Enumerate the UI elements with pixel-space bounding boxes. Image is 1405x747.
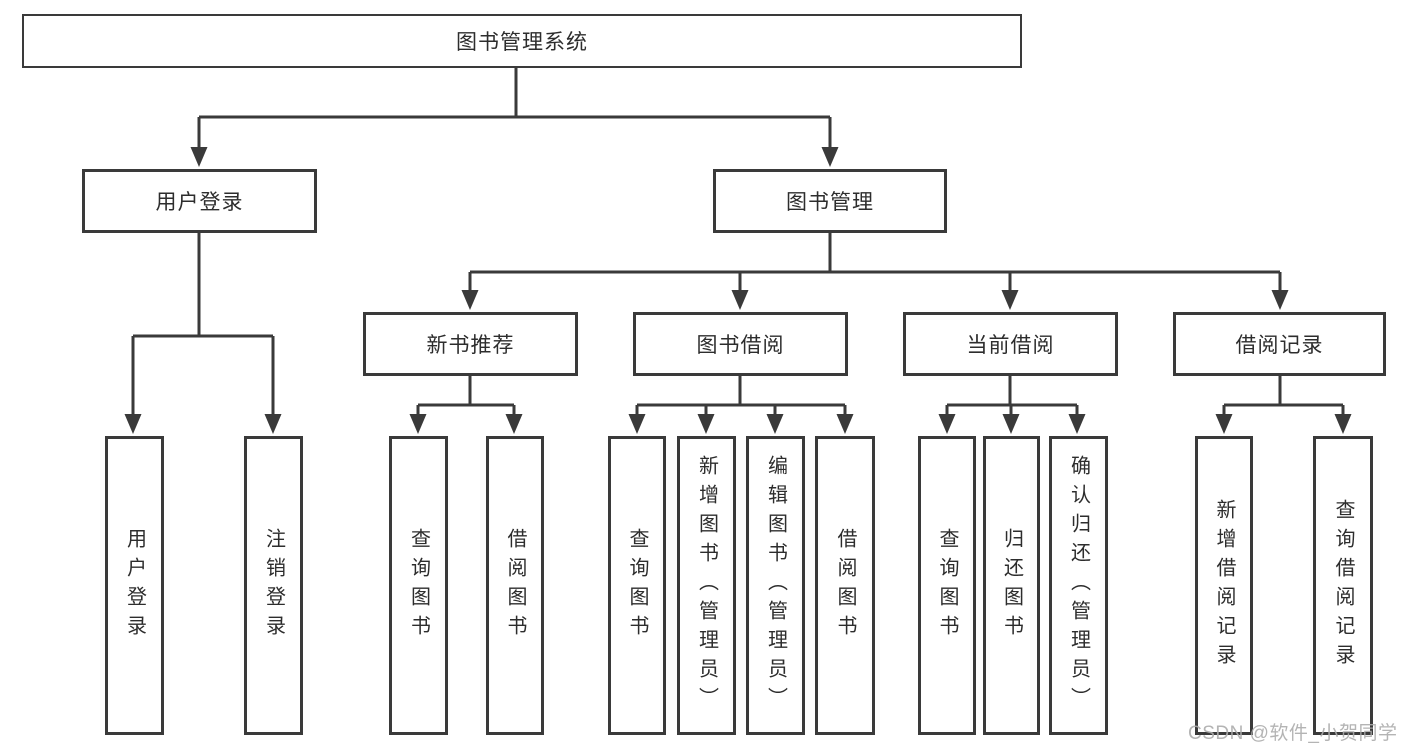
- arrowhead-icon: [836, 414, 854, 434]
- node-label: 图书借阅: [696, 334, 785, 357]
- arrowhead-icon: [731, 290, 749, 310]
- connector-new-book-recommend-children: [409, 376, 523, 434]
- arrowhead-icon: [505, 414, 523, 434]
- node-label: 借阅记录: [1235, 334, 1324, 357]
- connector-book-management-children: [461, 233, 1289, 310]
- node-label: 用户登录: [155, 191, 244, 214]
- arrowhead-icon: [1334, 414, 1352, 434]
- node-book-borrow: 图书借阅: [633, 312, 848, 376]
- leaf-return-book: 归还图书: [983, 436, 1040, 735]
- leaf-borrow-book: 借阅图书: [815, 436, 875, 735]
- connector-current-borrow-children: [938, 376, 1086, 434]
- leaf-confirm-return-admin: 确认归还（管理员）: [1049, 436, 1108, 735]
- arrowhead-icon: [190, 147, 208, 167]
- node-label: 注销登录: [262, 527, 285, 644]
- node-label: 借阅图书: [504, 527, 526, 644]
- connector-root-to-level2: [190, 68, 839, 167]
- node-label: 查询借阅记录: [1332, 498, 1354, 673]
- arrowhead-icon: [628, 414, 646, 434]
- leaf-search-borrow-record: 查询借阅记录: [1313, 436, 1373, 735]
- node-current-borrow: 当前借阅: [903, 312, 1118, 376]
- node-borrow-records: 借阅记录: [1173, 312, 1386, 376]
- leaf-logout: 注销登录: [244, 436, 303, 735]
- node-label: 借阅图书: [834, 527, 856, 644]
- arrowhead-icon: [124, 414, 142, 434]
- leaf-add-book-admin: 新增图书（管理员）: [677, 436, 736, 735]
- node-label: 图书管理: [786, 191, 874, 214]
- leaf-user-login: 用户登录: [105, 436, 164, 735]
- arrowhead-icon: [766, 414, 784, 434]
- node-book-management: 图书管理: [713, 169, 947, 233]
- node-label: 新书推荐: [426, 334, 515, 357]
- leaf-search-book-current: 查询图书: [918, 436, 976, 735]
- leaf-edit-book-admin: 编辑图书（管理员）: [746, 436, 805, 735]
- connector-user-login-children: [124, 233, 282, 434]
- arrowhead-icon: [264, 414, 282, 434]
- arrowhead-icon: [821, 147, 839, 167]
- arrowhead-icon: [1215, 414, 1233, 434]
- leaf-search-book-borrow: 查询图书: [608, 436, 666, 735]
- node-label: 当前借阅: [966, 334, 1055, 357]
- node-label: 用户登录: [123, 527, 146, 644]
- arrowhead-icon: [1271, 290, 1289, 310]
- watermark-text: CSDN @软件_小贺同学: [1188, 723, 1398, 744]
- arrowhead-icon: [1001, 290, 1019, 310]
- arrowhead-icon: [1002, 414, 1020, 434]
- leaf-search-book-recommend: 查询图书: [389, 436, 448, 735]
- arrowhead-icon: [938, 414, 956, 434]
- leaf-add-borrow-record: 新增借阅记录: [1195, 436, 1253, 735]
- arrowhead-icon: [1068, 414, 1086, 434]
- connector-borrow-records-children: [1215, 376, 1352, 434]
- arrowhead-icon: [697, 414, 715, 434]
- node-label: 图书管理系统: [456, 31, 588, 54]
- arrowhead-icon: [461, 290, 479, 310]
- node-label: 查询图书: [407, 527, 430, 644]
- node-new-book-recommend: 新书推荐: [363, 312, 578, 376]
- node-label: 查询图书: [936, 527, 958, 644]
- node-label: 编辑图书（管理员）: [764, 455, 787, 716]
- node-user-login: 用户登录: [82, 169, 317, 233]
- node-library-system: 图书管理系统: [22, 14, 1022, 68]
- connector-book-borrow-children: [628, 376, 854, 434]
- node-label: 新增借阅记录: [1213, 498, 1235, 673]
- node-label: 归还图书: [1000, 527, 1023, 644]
- node-label: 新增图书（管理员）: [695, 455, 718, 716]
- node-label: 查询图书: [626, 527, 648, 644]
- arrowhead-icon: [409, 414, 427, 434]
- node-label: 确认归还（管理员）: [1067, 455, 1090, 716]
- leaf-borrow-book-recommend: 借阅图书: [486, 436, 544, 735]
